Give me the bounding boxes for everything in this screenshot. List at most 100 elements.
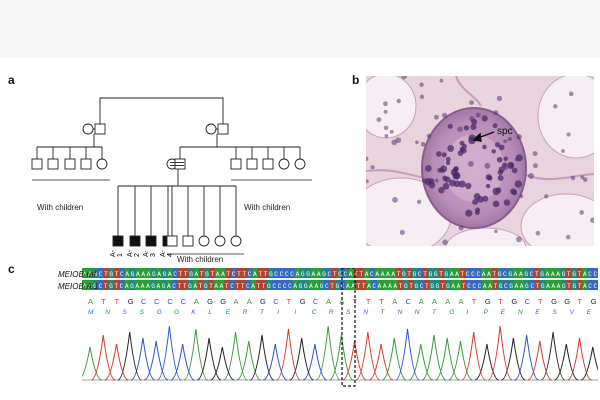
base-call-letter: C [154,297,160,306]
patient-base: A [351,283,355,290]
page-top-band [0,0,600,58]
base-call-letter: A [326,297,331,306]
patient-base: A [141,283,145,290]
patient-base: G [151,283,155,290]
patient-base: A [220,283,224,290]
panel-c-label: c [8,262,15,276]
amino-acid-letter: L [208,309,212,316]
patient-base: A [167,283,171,290]
patient-base: A [383,283,387,290]
ref-base: G [338,271,342,278]
amino-acid-letter: I [294,309,296,316]
trace-c [130,325,539,381]
patient-base: C [99,283,103,290]
ref-base: C [232,271,236,278]
base-call-letter: G [128,297,134,306]
patient-base: C [594,283,598,290]
panel-a-label: a [8,73,15,87]
ref-base: C [593,271,597,278]
base-call-letter: C [167,297,173,306]
ref-base: G [131,271,135,278]
amino-acid-letter: K [191,309,196,316]
base-call-letter: C [141,297,147,306]
patient-base: G [430,283,434,290]
trace-g [117,331,600,381]
mutation-highlight-box [341,267,356,387]
amino-acid-letter: T [260,309,265,316]
ref-base: T [104,271,108,278]
patient-base: G [109,283,113,290]
ref-base: C [466,271,470,278]
ref-base: T [492,271,496,278]
patient-base: A [551,283,555,290]
patient-base: G [267,283,271,290]
patient-base: T [462,283,466,290]
ref-base: T [264,271,268,278]
patient-base: A [88,283,92,290]
amino-acid-letter: P [484,309,489,316]
ref-base: A [88,271,92,278]
patient-base: A [583,283,587,290]
ref-base: C [588,271,592,278]
ref-base: A [514,271,518,278]
patient-base: G [499,283,503,290]
patient-base: G [130,283,134,290]
amino-acid-letter: T [432,309,437,316]
ref-base: A [221,271,225,278]
amino-acid-letter: G [157,309,162,316]
patient-base: G [446,283,450,290]
base-call-letter: T [101,297,106,306]
base-call-letter: A [194,297,199,306]
base-call-letter: C [406,297,412,306]
ref-base: G [572,271,576,278]
patient-base: A [293,283,297,290]
chromatogram-traces [77,325,600,381]
patient-base: A [156,283,160,290]
patient-label-a3: A-3 [143,250,157,257]
ref-base: A [386,271,390,278]
base-call-letter: G [220,297,226,306]
panel-b-label: b [352,73,360,87]
patient-base: G [541,283,545,290]
amino-acid-letter: C [312,309,317,316]
ref-base: A [253,271,257,278]
patient-base: T [425,283,429,290]
patient-base: A [520,283,524,290]
amino-acid-letter: R [329,309,334,316]
patient-base: C [467,283,471,290]
base-call-letter: A [445,297,450,306]
ref-base: T [333,271,337,278]
patient-base: C [272,283,276,290]
base-call-letter: G [207,297,213,306]
base-call-letter: G [485,297,491,306]
base-call-letter: G [551,297,557,306]
ref-base: A [583,271,587,278]
ref-base: T [359,271,363,278]
patient-base: C [325,283,329,290]
patient-base: A [546,283,550,290]
patient-base: A [214,283,218,290]
patient-base: G [414,283,418,290]
amino-acid-letter: S [346,309,351,316]
patient-base: T [536,283,540,290]
amino-acid-letter: E [535,309,540,316]
ref-base: C [99,271,103,278]
testis-histology-image: spc [366,76,594,246]
patient-base: A [309,283,313,290]
with-children-right-label: With children [244,203,291,212]
patient-base: G [204,283,208,290]
patient-base: C [420,283,424,290]
ref-base: A [556,271,560,278]
amino-acid-letter: N [363,309,368,316]
base-call-letter: G [300,297,306,306]
patient-seq-label: MEIOB-A.1 [58,282,99,291]
ref-base: T [578,271,582,278]
patient-base: A [451,283,455,290]
trace-a [77,325,473,381]
with-children-bottom-label: With children [177,255,224,264]
ref-base: A [546,271,550,278]
amino-acid-letter: S [140,309,145,316]
